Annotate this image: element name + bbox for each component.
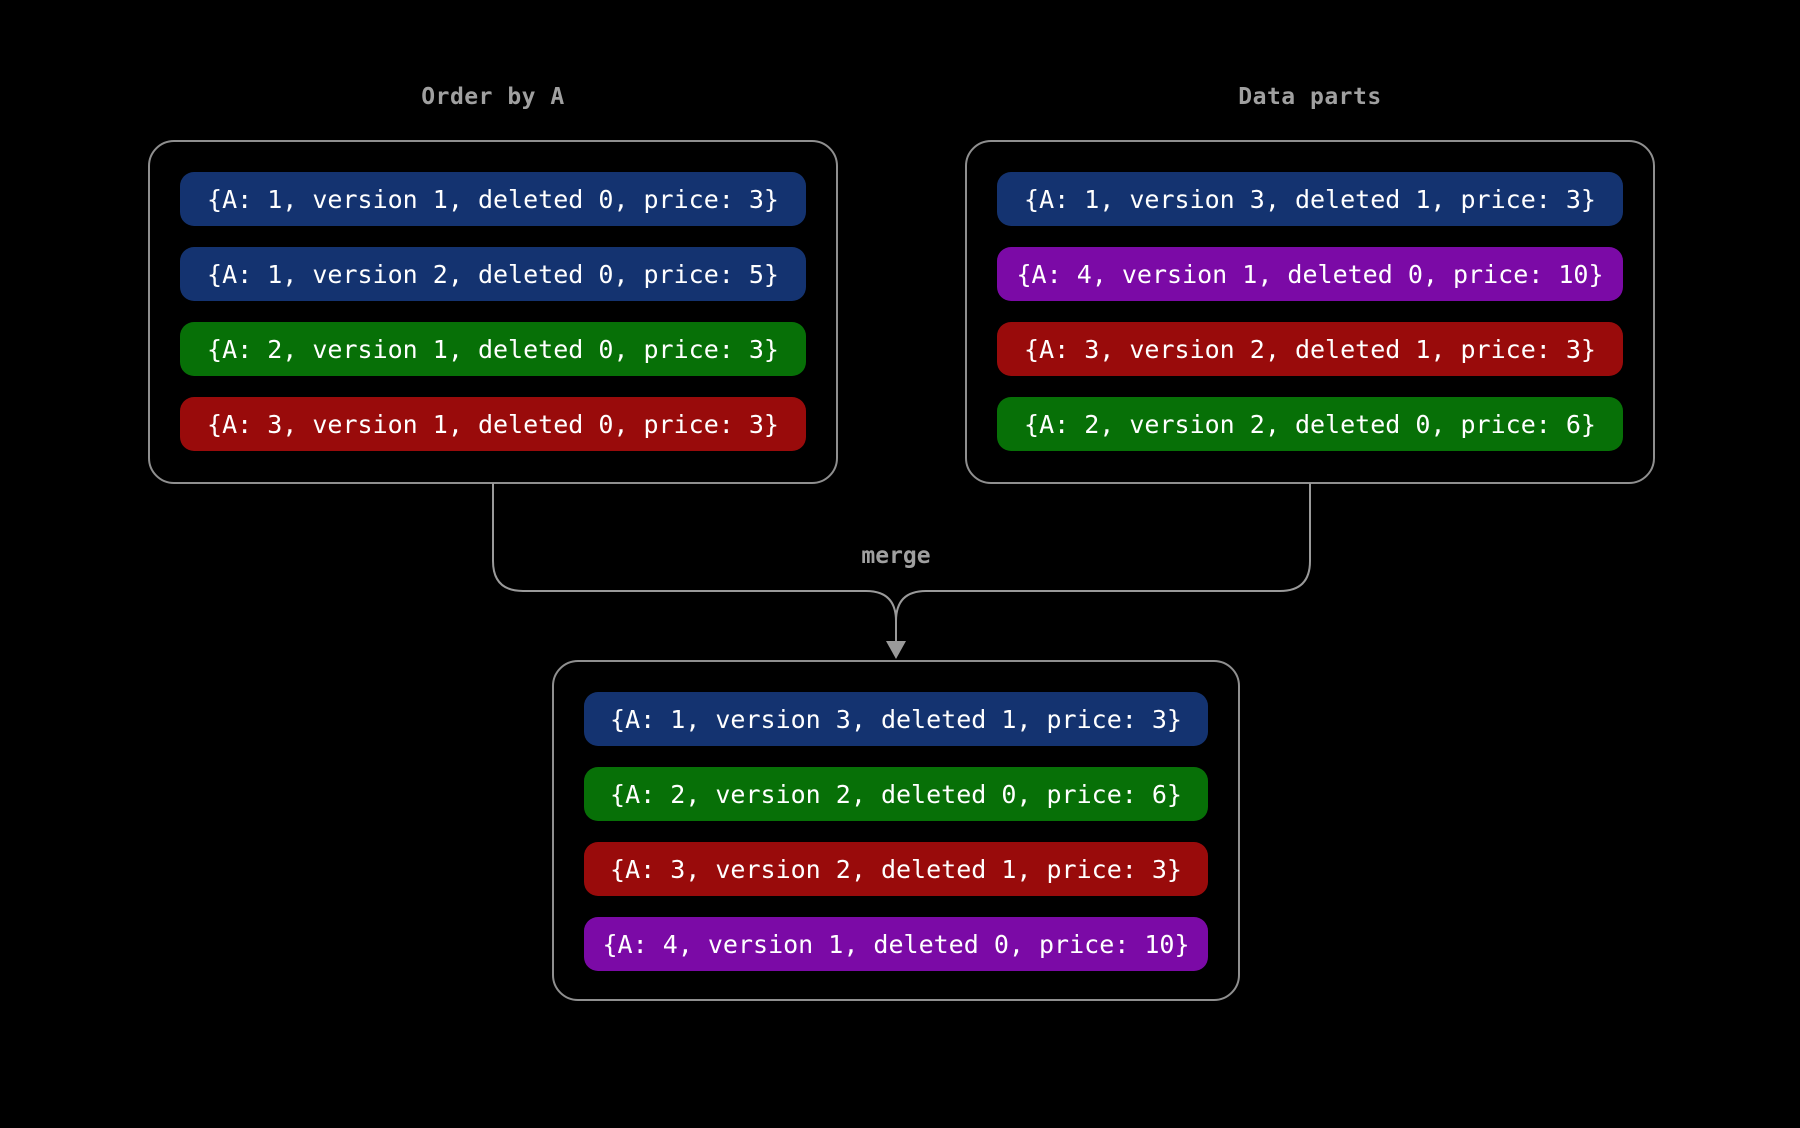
data-row: {A: 2, version 2, deleted 0, price: 6}: [584, 767, 1208, 821]
data-row: {A: 1, version 3, deleted 1, price: 3}: [584, 692, 1208, 746]
data-row: {A: 3, version 2, deleted 1, price: 3}: [997, 322, 1623, 376]
merge-label: merge: [861, 543, 931, 569]
data-parts-box: {A: 1, version 3, deleted 1, price: 3} {…: [965, 140, 1655, 484]
arrow-head-icon: [886, 641, 906, 659]
data-row: {A: 3, version 1, deleted 0, price: 3}: [180, 397, 806, 451]
data-row: {A: 2, version 2, deleted 0, price: 6}: [997, 397, 1623, 451]
data-row: {A: 1, version 1, deleted 0, price: 3}: [180, 172, 806, 226]
data-parts-title: Data parts: [1238, 84, 1382, 110]
order-by-a-box: {A: 1, version 1, deleted 0, price: 3} {…: [148, 140, 838, 484]
order-by-a-title: Order by A: [421, 84, 565, 110]
data-row: {A: 4, version 1, deleted 0, price: 10}: [997, 247, 1623, 301]
data-row: {A: 2, version 1, deleted 0, price: 3}: [180, 322, 806, 376]
data-row: {A: 3, version 2, deleted 1, price: 3}: [584, 842, 1208, 896]
data-row: {A: 1, version 2, deleted 0, price: 5}: [180, 247, 806, 301]
data-row: {A: 4, version 1, deleted 0, price: 10}: [584, 917, 1208, 971]
merged-result-box: {A: 1, version 3, deleted 1, price: 3} {…: [552, 660, 1240, 1001]
data-row: {A: 1, version 3, deleted 1, price: 3}: [997, 172, 1623, 226]
